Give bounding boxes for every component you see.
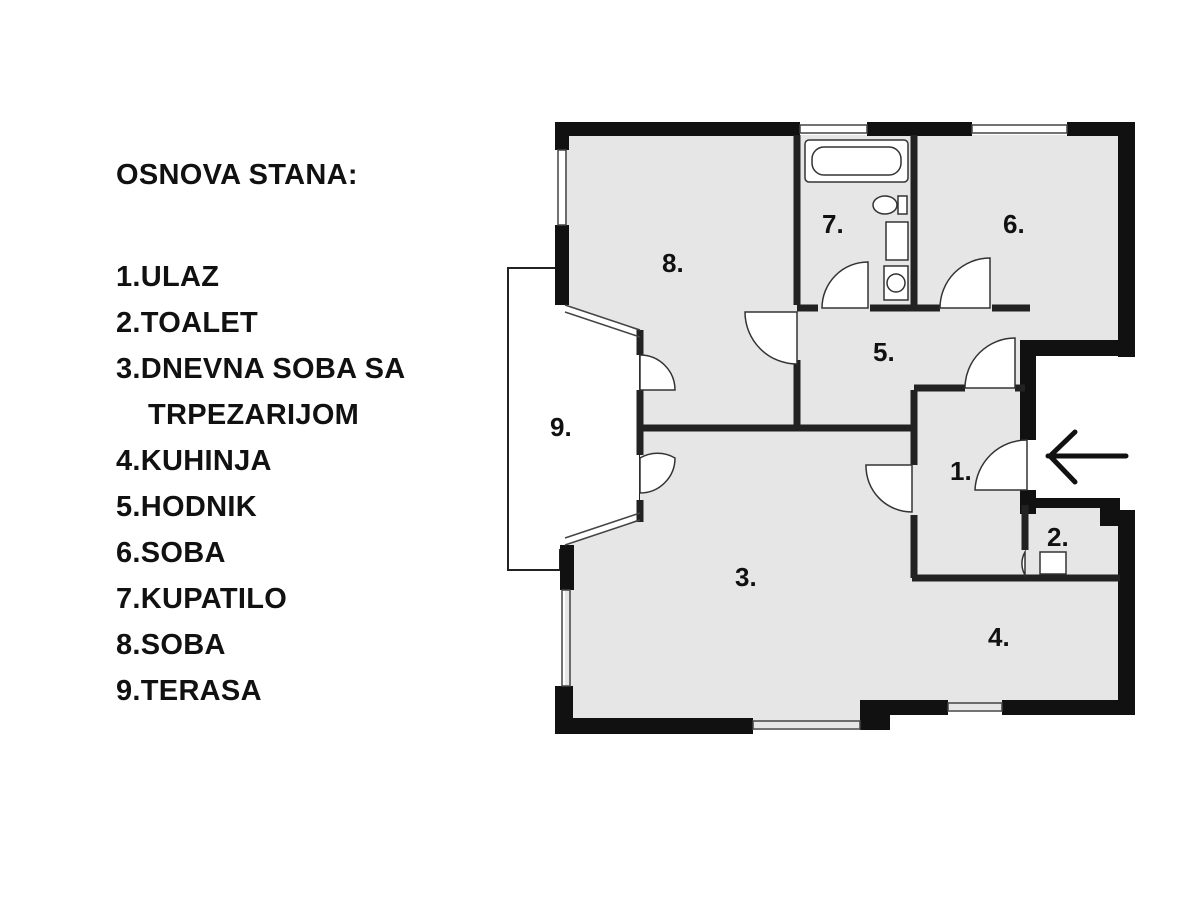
window-top-room-6 [971,124,1068,134]
window-top-bathroom [799,124,868,134]
toilet [872,195,898,215]
room-5-floor [797,310,1030,425]
room-8-floor [565,135,797,425]
room-label-3: 3. [735,562,757,592]
interior-walls [636,135,1120,582]
legend-item-terasa: 9.TERASA [116,675,262,707]
room-label-5: 5. [873,337,895,367]
window-left-room-3 [561,589,571,687]
legend: OSNOVA STANA: 1.ULAZ 2.TOALET 3.DNEVNA S… [116,152,405,714]
entrance-arrow-icon [1045,429,1129,485]
legend-item-soba-6: 6.SOBA [116,537,226,569]
legend-item-ulaz: 1.ULAZ [116,261,220,293]
room-label-2: 2. [1047,522,1069,552]
room-label-8: 8. [662,248,684,278]
room-label-1: 1. [950,456,972,486]
door-entrance [974,439,1028,491]
room-labels: 1. 2. 3. 4. 5. 6. 7. 8. 9. [550,209,1069,652]
door-toalet [1021,549,1026,578]
room-label-7: 7. [822,209,844,239]
windows [557,124,1068,730]
bathroom-fixtures [804,139,1067,575]
door-room-8-terrace [639,354,676,391]
door-room-6 [939,257,991,309]
legend-title: OSNOVA STANA: [116,159,358,191]
room-label-9: 9. [550,412,572,442]
window-bottom-kitchen [947,702,1003,712]
bathroom-sink [885,221,909,261]
door-entry-hall [964,337,1016,389]
door-living-room [865,464,913,513]
window-bottom-room-3 [752,720,861,730]
room-label-4: 4. [988,622,1010,652]
door-room-3-terrace [639,452,676,494]
legend-item-hodnik: 5.HODNIK [116,491,257,523]
exterior-walls [555,122,1135,734]
window-left-room-8 [557,149,567,226]
legend-item-dnevna-soba: 3.DNEVNA SOBA SA [116,353,406,385]
legend-item-toalet: 2.TOALET [116,307,259,339]
door-bathroom [821,261,869,309]
legend-item-kuhinja: 4.KUHINJA [116,445,272,477]
legend-item-soba-8: 8.SOBA [116,629,226,661]
room-label-6: 6. [1003,209,1025,239]
toilet-2-sink [1039,551,1067,575]
door-hallway [744,311,798,365]
room-3-floor [565,425,1120,728]
doors [639,257,1028,578]
legend-item-kupatilo: 7.KUPATILO [116,583,288,615]
legend-item-dnevna-soba-continuation: TRPEZARIJOM [148,399,360,431]
